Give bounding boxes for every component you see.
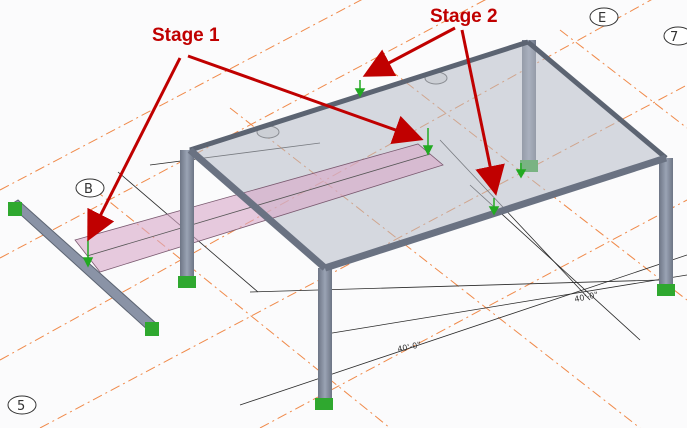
grid-bubble-b[interactable]: B: [75, 178, 105, 198]
stage2-arrow-2: [460, 29, 505, 196]
load-arrow-icon: [488, 198, 500, 216]
base-plate: [315, 398, 333, 410]
grid-bubble-7[interactable]: 7: [663, 26, 687, 46]
grid-bubble-label-7: 7: [670, 30, 678, 45]
stage1-label: Stage 1: [152, 25, 220, 46]
stage2-label: Stage 2: [430, 6, 498, 27]
grid-bubble-label-5: 5: [17, 399, 25, 414]
grid-bubble-icon: [589, 7, 619, 27]
load-arrow-icon: [515, 163, 527, 179]
stage1-beam[interactable]: [8, 199, 159, 336]
stage2-arrow-1: [362, 26, 456, 77]
base-plate: [657, 284, 675, 296]
load-arrows: [82, 80, 527, 268]
grid-bubble-icon: [663, 26, 687, 46]
front-edge-beams: [187, 147, 668, 272]
grid-bubble-5[interactable]: 5: [7, 395, 37, 415]
base-plate: [145, 322, 159, 336]
grid-line-e: [559, 29, 687, 129]
load-arrow-icon: [422, 128, 434, 156]
grid-line-5: [0, 0, 652, 361]
base-plate: [8, 202, 22, 216]
slab-edge-beams: [189, 39, 668, 160]
grid-bubble-icon: [7, 395, 37, 415]
base-plate: [178, 276, 196, 288]
grid-bubble-label-e: E: [598, 11, 606, 26]
column-front-center[interactable]: [318, 268, 332, 406]
column-front-left[interactable]: [180, 150, 194, 285]
deck-centerline: [86, 153, 431, 257]
grid-line-4: [0, 0, 363, 191]
stage1-arrow-1: [87, 57, 182, 242]
grid-bubble-label-b: B: [84, 182, 93, 197]
column-right[interactable]: [659, 158, 673, 293]
grid-bubble-icon: [75, 178, 105, 198]
load-arrow-icon: [354, 80, 366, 98]
load-arrow-icon: [82, 240, 94, 268]
callout-arrows: [87, 26, 505, 242]
stage1-arrow-2: [187, 54, 424, 145]
grid-bubble-e[interactable]: E: [589, 7, 619, 27]
